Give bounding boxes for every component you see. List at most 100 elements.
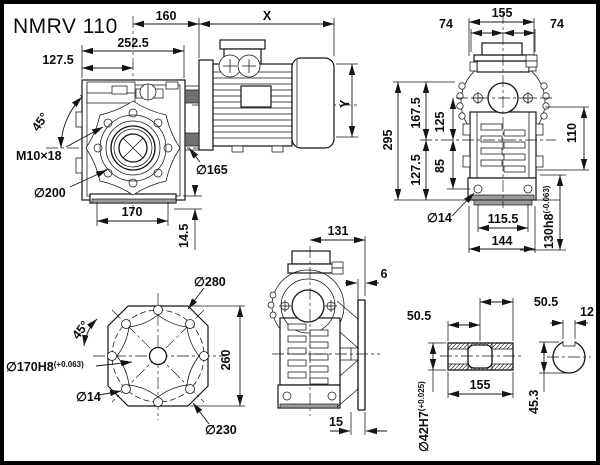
- leader-230: [192, 402, 210, 425]
- centerlines-front: [420, 12, 556, 208]
- extension-lines-shaft-end: [539, 320, 576, 392]
- dim-74r: 74: [550, 17, 564, 31]
- leader-170h8: [95, 360, 133, 367]
- dim-45: 45°: [29, 110, 51, 134]
- view-hollow-shaft: 50.5 50.5 155 ∅42H7(+0.025): [407, 295, 558, 452]
- leader-m10: [65, 126, 104, 148]
- leader-14-front: [451, 192, 475, 217]
- dim-165: ∅165: [196, 163, 228, 177]
- side-clips: [462, 123, 544, 168]
- flange-bolt-block-lower: [184, 132, 200, 147]
- dim-230: ∅230: [205, 423, 237, 437]
- drawing-title: NMRV 110: [13, 15, 118, 38]
- flange-bolt-block-upper: [184, 89, 200, 104]
- dim-arc-45: [57, 96, 83, 149]
- dim-14-front: ∅14: [427, 211, 452, 225]
- dim-131: 131: [328, 224, 349, 238]
- housing-rib-bumps: [456, 82, 550, 120]
- dim-115-5: 115.5: [488, 212, 519, 226]
- flange-holes: [107, 305, 209, 407]
- output-flange-plate: [357, 299, 366, 411]
- extension-lines-side-output: [350, 236, 366, 435]
- dim-14-5: 14.5: [177, 224, 191, 248]
- leader-200: [69, 169, 108, 188]
- hub-seat-circle: [110, 125, 156, 171]
- motor-nameplate: [240, 85, 272, 108]
- centerlines-side-output: [272, 246, 380, 416]
- foot-hole-right: [523, 184, 533, 194]
- view-side-output: 131 6 15: [267, 224, 388, 435]
- dim-x: X: [263, 9, 272, 23]
- input-flange-side: [287, 263, 336, 274]
- dim-m10: M10×18: [16, 149, 62, 163]
- dim-127-5b: 127.5: [409, 154, 423, 185]
- gland-side-lower: [331, 267, 344, 275]
- dim-200: ∅200: [34, 186, 66, 200]
- dim-155: 155: [492, 6, 513, 20]
- motor-flange: [198, 59, 214, 151]
- foot-hole-side-left: [282, 391, 292, 401]
- terminal-box-lid: [219, 39, 266, 50]
- step-detail: [111, 85, 128, 95]
- motor-foot-right: [271, 145, 284, 153]
- dim-280: ∅280: [194, 275, 226, 289]
- cable-gland-lower: [525, 60, 538, 68]
- motor-fan-cowl: [291, 57, 335, 149]
- extension-lines: [81, 18, 358, 250]
- bolt-side-crosses: [279, 300, 337, 312]
- view-side-with-motor: 160 X 252.5 127.5 45° M10×18 ∅200 ∅165 1…: [16, 9, 360, 250]
- dim-45-flange: 45°: [69, 318, 92, 342]
- dim-15: 15: [329, 415, 343, 429]
- dim-arc-45-flange: [82, 318, 98, 347]
- leader-280: [187, 287, 205, 310]
- dim-85: 85: [433, 159, 447, 173]
- dim-125: 125: [433, 112, 447, 133]
- hub-boss-circle: [99, 114, 167, 182]
- dim-295: 295: [381, 130, 395, 151]
- gland-side-upper: [331, 261, 344, 269]
- dim-260: 260: [219, 350, 233, 371]
- dim-144: 144: [492, 234, 513, 248]
- input-box-side: [291, 250, 331, 265]
- foot-strip-side: [279, 403, 339, 409]
- top-tab: [165, 81, 179, 90]
- center-bore: [148, 346, 168, 366]
- dim-74l: 74: [439, 17, 453, 31]
- view-shaft-end: 12 45.3: [527, 305, 594, 414]
- base-machined-strip: [91, 198, 177, 204]
- dim-127-5: 127.5: [42, 53, 73, 67]
- keyway-edges: [467, 343, 493, 370]
- dim-12: 12: [580, 305, 594, 319]
- flange-gussets: [336, 300, 359, 408]
- cooling-slots-side: [287, 323, 329, 385]
- dim-170: 170: [122, 205, 143, 219]
- hub-ring-circle: [105, 120, 161, 176]
- dim-160: 160: [156, 9, 177, 23]
- dim-167-5: 167.5: [409, 97, 423, 128]
- dim-14-flange: ∅14: [76, 390, 101, 404]
- foot-machined-strip: [469, 194, 535, 201]
- dim-170h8: ∅170H8(+0.063): [6, 360, 84, 374]
- dim-155-shaft: 155: [470, 378, 491, 392]
- bore-cross: [122, 137, 144, 159]
- foot-hole-side-right: [327, 391, 337, 401]
- keyway-section: [467, 344, 493, 369]
- left-tab-lower: [75, 157, 83, 174]
- cooling-slots: [480, 123, 526, 173]
- hollow-bore: [118, 133, 148, 163]
- hub-inner-ring: [113, 128, 153, 168]
- housing-side-bumps: [267, 291, 277, 319]
- dim-252-5: 252.5: [117, 36, 148, 50]
- keyway-mask: [563, 339, 575, 346]
- dim-50-5-left: 50.5: [407, 309, 431, 323]
- cable-gland-upper: [525, 54, 538, 62]
- dim-110: 110: [565, 123, 579, 143]
- view-output-flange: ∅280 45° ∅170H8(+0.063) ∅14 ∅230 260: [6, 275, 245, 437]
- dim-y: Y: [338, 99, 352, 108]
- foot-hole-left: [473, 184, 483, 194]
- dim-130h8: 130h8(-0.063): [542, 185, 556, 249]
- leader-165: [188, 147, 201, 163]
- keyway-slot: [562, 342, 576, 347]
